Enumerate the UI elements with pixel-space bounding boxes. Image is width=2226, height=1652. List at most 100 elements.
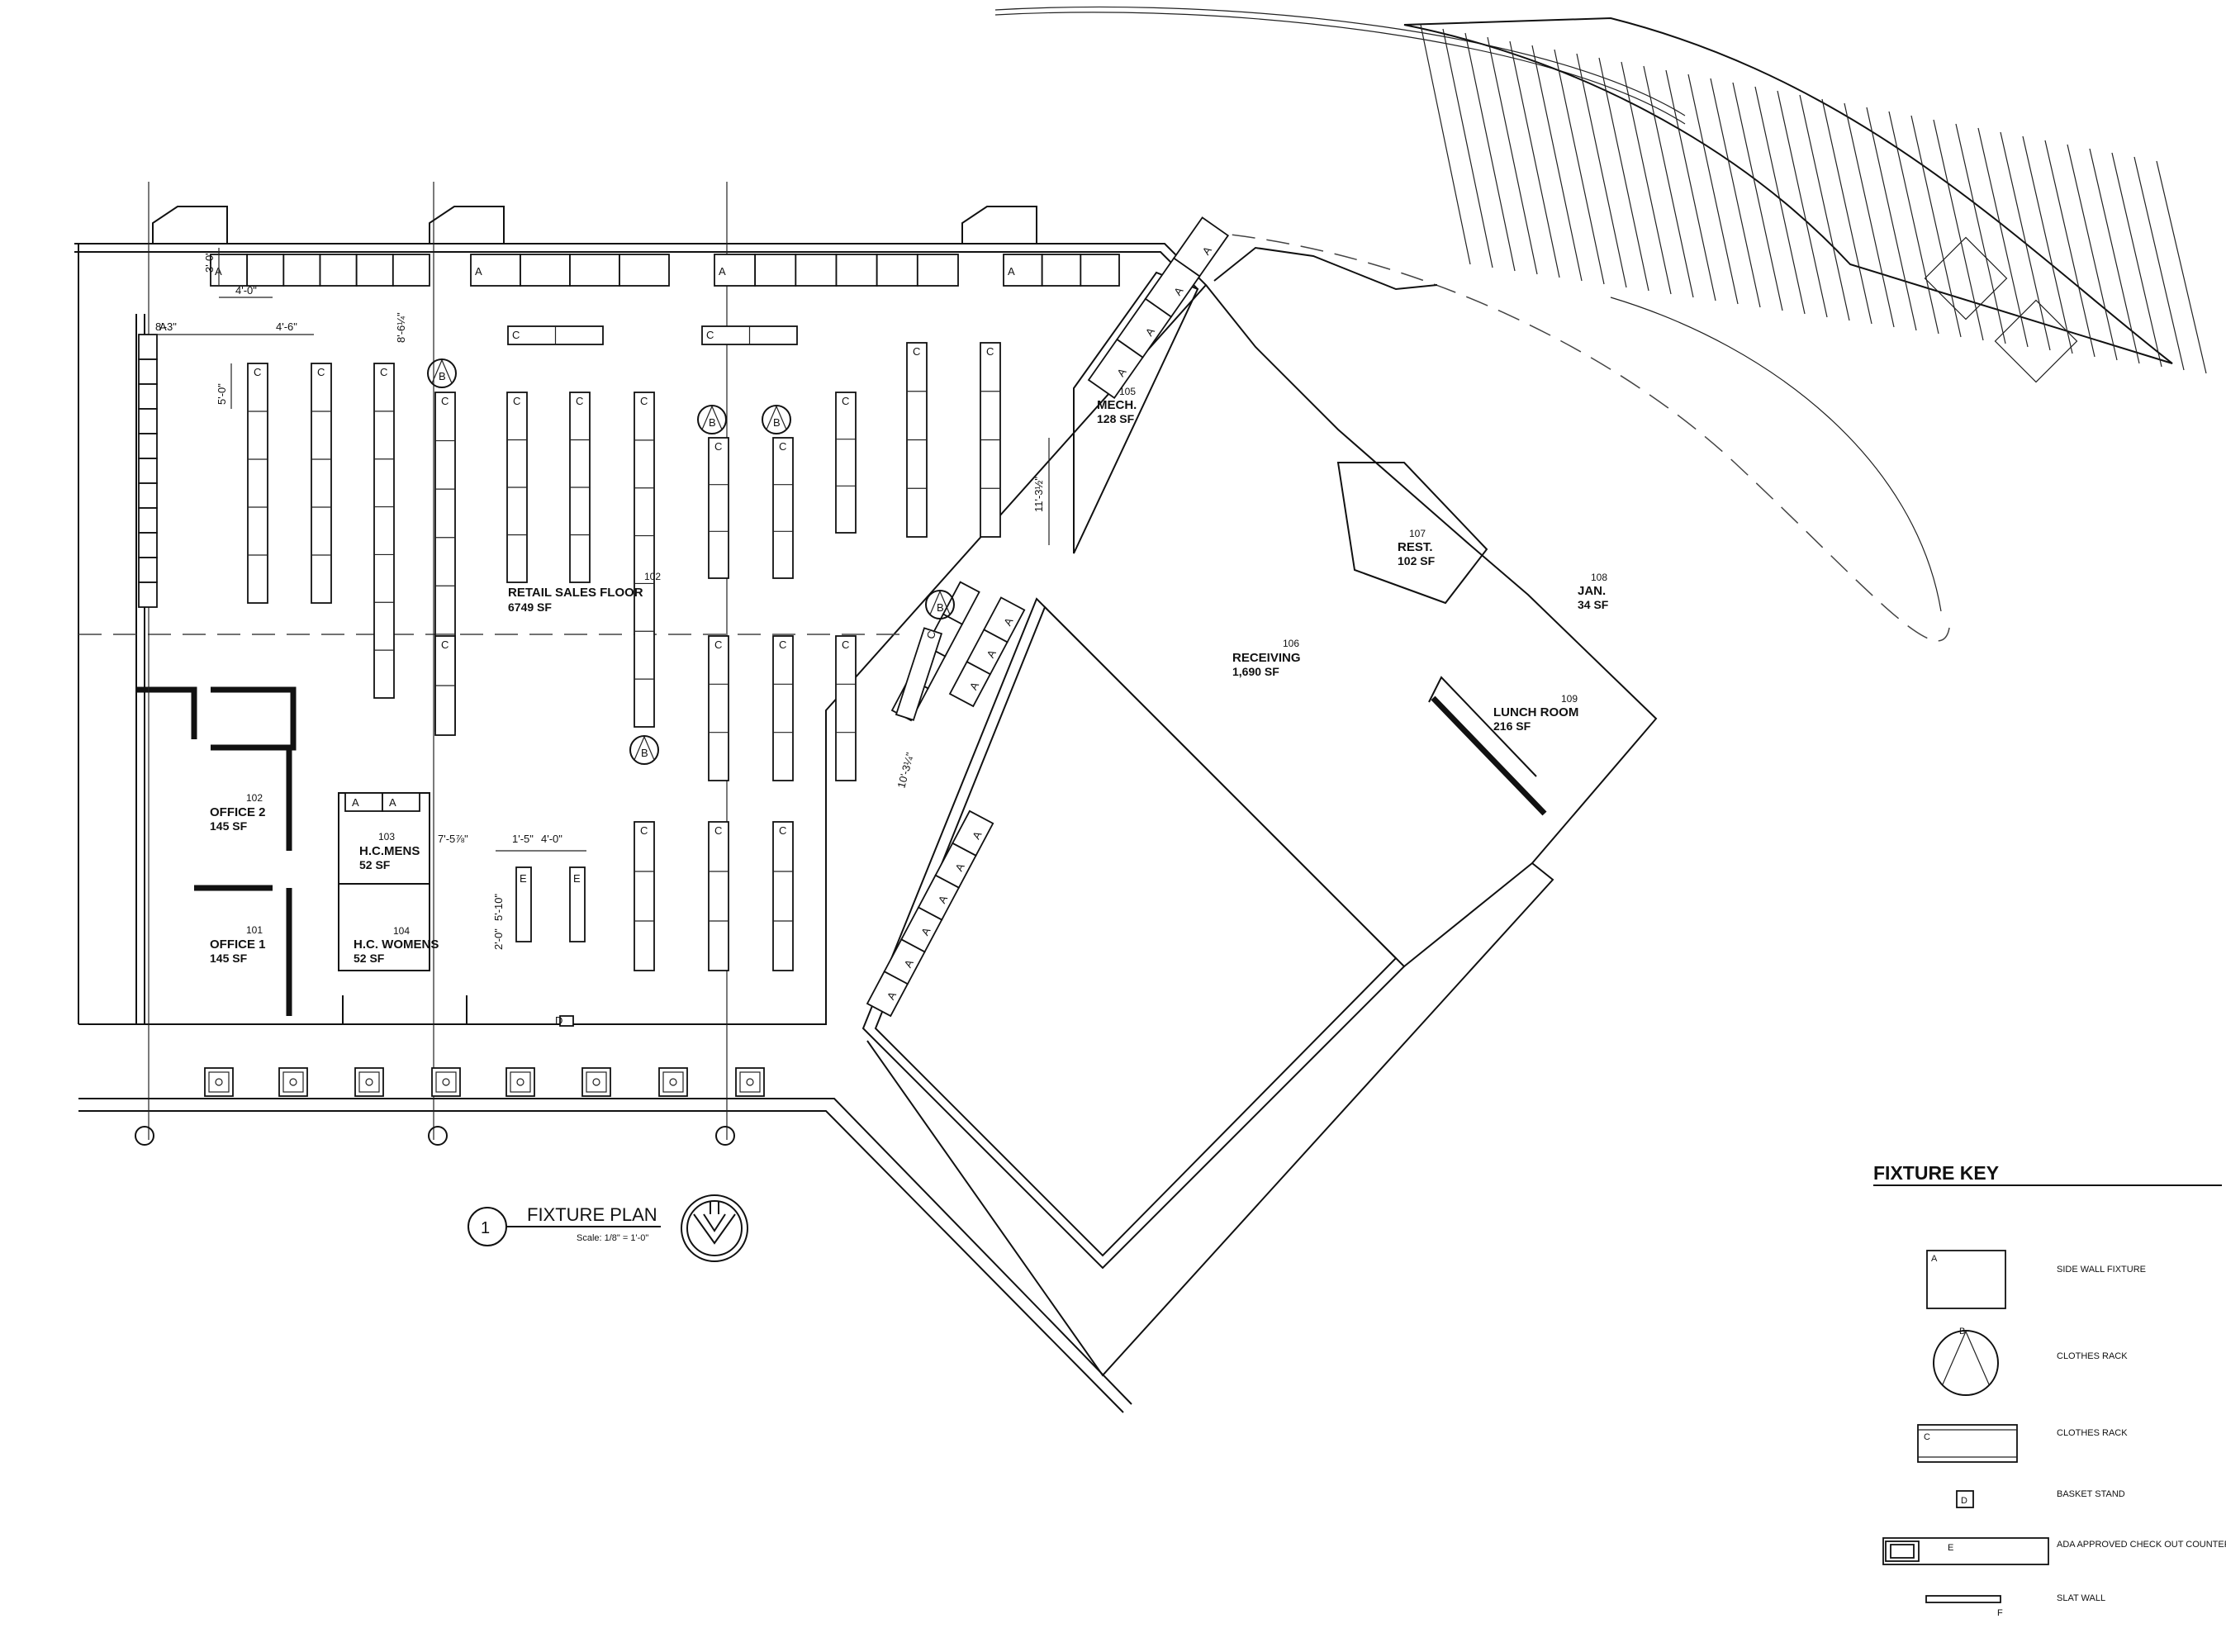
round-rack-line bbox=[701, 406, 713, 430]
dimension-text: 1'-5" bbox=[512, 833, 534, 845]
fixture-label-b: B bbox=[641, 747, 648, 759]
side-wall-fixture bbox=[382, 792, 420, 812]
room-area: 6749 SF bbox=[508, 601, 552, 614]
round-rack-line bbox=[929, 591, 941, 615]
key-label: ADA APPROVED CHECK OUT COUNTER bbox=[2057, 1540, 2226, 1550]
hatch-line bbox=[1821, 98, 1872, 325]
fixture-label-c: C bbox=[779, 638, 786, 651]
side-wall-fixture bbox=[714, 254, 757, 287]
side-wall-fixture bbox=[138, 383, 158, 410]
round-rack-icon bbox=[925, 590, 955, 620]
side-wall-fixture bbox=[138, 358, 158, 385]
room-number: 109 bbox=[1561, 693, 1578, 705]
side-wall-fixture bbox=[138, 433, 158, 459]
column-icon bbox=[581, 1067, 611, 1097]
room-name: LUNCH ROOM bbox=[1493, 705, 1578, 719]
fixture-label-c: C bbox=[576, 395, 583, 407]
fixture-label-c: C bbox=[924, 629, 938, 641]
hatch-line bbox=[1464, 32, 1516, 272]
room-name: RECEIVING bbox=[1232, 651, 1301, 665]
room-name: OFFICE 1 bbox=[210, 938, 266, 952]
clothes-rack bbox=[895, 627, 943, 721]
room-number: 103 bbox=[378, 831, 395, 843]
room-name: H.C. WOMENS bbox=[354, 938, 439, 952]
side-wall-fixture bbox=[983, 596, 1026, 643]
round-rack-line bbox=[431, 359, 443, 384]
fixture-label-a: A bbox=[389, 796, 396, 809]
hatch-line bbox=[2089, 148, 2140, 364]
hatch-line bbox=[1442, 28, 1493, 268]
fixture-label-a: A bbox=[352, 796, 359, 809]
hatch-line bbox=[2000, 131, 2051, 351]
column-icon bbox=[516, 1078, 524, 1086]
round-rack-icon bbox=[697, 405, 727, 434]
hatch-line bbox=[1420, 24, 1471, 265]
dimension-text: 8'-3" bbox=[155, 320, 177, 333]
side-wall-fixture bbox=[470, 254, 521, 287]
hatch-line bbox=[1554, 49, 1605, 285]
side-wall-fixture bbox=[1041, 254, 1082, 287]
round-rack-icon bbox=[427, 358, 457, 388]
column-icon bbox=[354, 1067, 384, 1097]
side-wall-fixture bbox=[1003, 254, 1043, 287]
key-label: CLOTHES RACK bbox=[2057, 1351, 2128, 1361]
dimension-text: 11'-3½" bbox=[1032, 477, 1045, 512]
key-slat-wall-icon: F bbox=[1925, 1595, 2003, 1618]
dimension-text: 3'-0" bbox=[203, 251, 216, 273]
key-round-rack-icon: B bbox=[1933, 1327, 1999, 1396]
side-wall-fixture bbox=[138, 582, 158, 608]
room-number: 102 bbox=[644, 571, 661, 582]
hatch-line bbox=[1844, 102, 1895, 328]
column-icon bbox=[592, 1078, 600, 1086]
room-area: 1,690 SF bbox=[1232, 665, 1279, 678]
round-rack-icon bbox=[629, 735, 659, 765]
hatch-line bbox=[1754, 86, 1806, 315]
fixture-label-c: C bbox=[317, 366, 325, 378]
side-wall-fixture bbox=[795, 254, 838, 287]
hatch-line bbox=[1665, 69, 1716, 301]
room-name: H.C.MENS bbox=[359, 844, 420, 858]
side-wall-fixture bbox=[1080, 254, 1120, 287]
fixture-label-b: B bbox=[937, 601, 944, 614]
room-labels: 102 RETAIL SALES FLOOR 6749 SF 105 MECH.… bbox=[210, 386, 1609, 965]
fixture-label-b: B bbox=[439, 370, 446, 382]
side-wall-fixture bbox=[754, 254, 797, 287]
hatch-line bbox=[1777, 90, 1828, 318]
hatch-line bbox=[2156, 160, 2207, 374]
fixture-label-c: C bbox=[913, 345, 920, 358]
clothes-rack bbox=[772, 635, 794, 781]
fixture-label-c: C bbox=[640, 824, 648, 837]
hatch-line bbox=[1576, 53, 1627, 288]
side-wall-fixture bbox=[138, 458, 158, 484]
hatch-line bbox=[1621, 61, 1672, 295]
fixture-label-b: B bbox=[773, 416, 781, 429]
dimension-text: 5'-10" bbox=[492, 893, 505, 921]
column-icon bbox=[510, 1071, 531, 1093]
column-icon bbox=[739, 1071, 761, 1093]
side-wall-fixture bbox=[319, 254, 358, 287]
fixture-label-a: A bbox=[159, 320, 167, 333]
clothes-rack bbox=[835, 392, 857, 534]
key-code: A bbox=[1931, 1254, 1938, 1264]
column-icon bbox=[735, 1067, 765, 1097]
drawing-name: FIXTURE PLAN bbox=[527, 1204, 657, 1225]
key-checkout-counter-icon: E bbox=[1882, 1537, 2049, 1565]
key-label: BASKET STAND bbox=[2057, 1489, 2125, 1499]
side-wall-fixture bbox=[392, 254, 430, 287]
hatch-line bbox=[1509, 40, 1560, 278]
room-number: 107 bbox=[1409, 528, 1426, 539]
room-area: 145 SF bbox=[210, 819, 248, 833]
drawing-number: 1 bbox=[481, 1219, 490, 1237]
fixture-label-c: C bbox=[441, 638, 449, 651]
fixture-label-c: C bbox=[380, 366, 387, 378]
round-rack-line bbox=[634, 736, 645, 761]
round-rack-icon bbox=[762, 405, 791, 434]
hatch-line bbox=[1643, 65, 1694, 298]
fixture-label-c: C bbox=[779, 440, 786, 453]
side-wall-fixture bbox=[282, 254, 321, 287]
key-code: B bbox=[1959, 1327, 1965, 1336]
fixture-label-c: C bbox=[714, 440, 722, 453]
side-wall-fixture bbox=[876, 254, 918, 287]
room-name: RETAIL SALES FLOOR bbox=[508, 586, 643, 600]
column-icon bbox=[282, 1071, 304, 1093]
